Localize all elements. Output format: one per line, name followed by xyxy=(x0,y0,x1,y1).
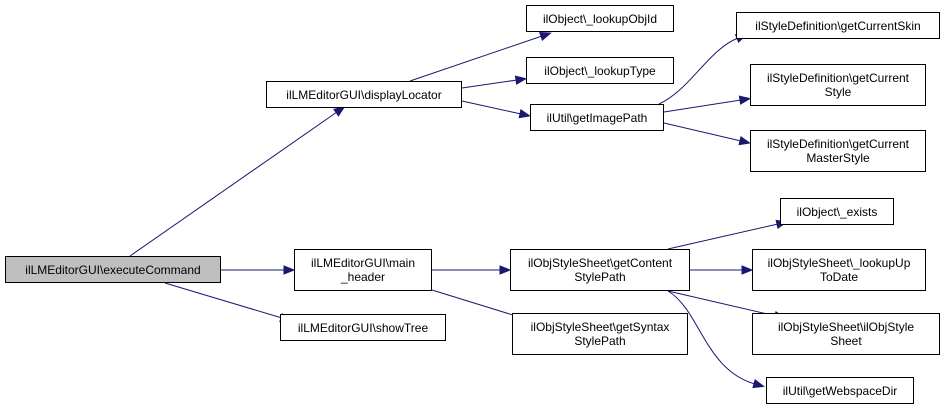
node-label: ilUtil\getImagePath xyxy=(546,110,648,125)
node-exists[interactable]: ilObject\_exists xyxy=(780,198,894,225)
node-label-line2: Style xyxy=(824,85,852,99)
node-lookupObjId[interactable]: ilObject\_lookupObjId xyxy=(526,5,674,32)
node-getImagePath[interactable]: ilUtil\getImagePath xyxy=(530,104,664,131)
arrowhead-lookupType xyxy=(514,75,528,85)
edge-displayLocator-to-lookupObjId xyxy=(409,35,543,82)
node-label-line1: ilObjStyleSheet\ilObjStyle xyxy=(777,320,915,334)
edge-getImagePath-to-getCurrentSkin xyxy=(658,37,739,105)
node-label: ilLMEditorGUI\displayLocator xyxy=(286,87,442,102)
edge-getImagePath-to-getCurrentStyle xyxy=(663,99,742,113)
edge-executeCommand-to-showTree xyxy=(164,282,283,319)
node-label: ilUtil\getWebspaceDir xyxy=(782,383,898,398)
arrowhead-displayLocator xyxy=(333,106,346,117)
node-label: ilStyleDefinition\getCurrentSkin xyxy=(755,18,921,33)
node-label-line2: Sheet xyxy=(830,334,862,348)
arrowhead-getContentStylePath xyxy=(499,265,512,275)
edge-displayLocator-to-getImagePath xyxy=(461,100,522,115)
node-label-line2: StylePath xyxy=(574,270,626,284)
node-label-line1: ilStyleDefinition\getCurrent xyxy=(766,71,910,85)
edge-displayLocator-to-lookupType xyxy=(461,79,518,89)
node-label-line1: ilStyleDefinition\getCurrent xyxy=(766,137,910,151)
node-label: ilObject\_exists xyxy=(796,204,878,219)
node-ilObjStyleSheet[interactable]: ilObjStyleSheet\ilObjStyle Sheet xyxy=(752,313,940,355)
node-getCurrentSkin[interactable]: ilStyleDefinition\getCurrentSkin xyxy=(736,12,940,39)
node-getContentStylePath[interactable]: ilObjStyleSheet\getContent StylePath xyxy=(510,249,690,291)
node-label: ilLMEditorGUI\showTree xyxy=(297,320,429,335)
arrowhead-lookupUpToDate xyxy=(741,265,754,275)
node-displayLocator[interactable]: ilLMEditorGUI\displayLocator xyxy=(266,81,462,108)
node-label-line2: StylePath xyxy=(574,334,626,348)
arrowhead-lookupObjId xyxy=(539,31,552,41)
node-showTree[interactable]: ilLMEditorGUI\showTree xyxy=(280,314,446,341)
node-label: ilObject\_lookupType xyxy=(544,63,656,78)
node-getCurrentMasterStyle[interactable]: ilStyleDefinition\getCurrent MasterStyle xyxy=(750,130,926,172)
node-label-line1: ilObjStyleSheet\getSyntax xyxy=(530,320,670,334)
node-label-line2: ToDate xyxy=(819,270,859,284)
node-getSyntaxStylePath[interactable]: ilObjStyleSheet\getSyntax StylePath xyxy=(512,313,688,355)
node-executeCommand[interactable]: ilLMEditorGUI\executeCommand xyxy=(5,256,221,283)
edge-executeCommand-to-displayLocator xyxy=(129,111,338,257)
arrowhead-getCurrentStyle xyxy=(738,95,752,105)
arrowhead-mainHeader xyxy=(283,265,296,275)
arrowhead-getCurrentMasterStyle xyxy=(738,136,752,146)
node-label-line2: _header xyxy=(340,270,386,284)
node-label-line1: ilObjStyleSheet\_lookupUp xyxy=(767,256,911,270)
arrowhead-getWebspaceDir xyxy=(752,379,765,389)
edge-getImagePath-to-getCurrentMasterStyle xyxy=(663,122,742,142)
node-lookupUpToDate[interactable]: ilObjStyleSheet\_lookupUp ToDate xyxy=(752,249,926,291)
edge-getContentStylePath-to-getWebspaceDir xyxy=(667,290,756,385)
node-label-line1: ilLMEditorGUI\main xyxy=(310,256,416,270)
node-main-header[interactable]: ilLMEditorGUI\main _header xyxy=(294,249,432,291)
node-label: ilLMEditorGUI\executeCommand xyxy=(25,262,201,277)
node-getWebspaceDir[interactable]: ilUtil\getWebspaceDir xyxy=(766,377,914,404)
node-getCurrentStyle[interactable]: ilStyleDefinition\getCurrent Style xyxy=(750,64,926,106)
arrowhead-getImagePath xyxy=(518,109,532,119)
edge-getContentStylePath-to-ilObjStyleSheet xyxy=(667,290,777,317)
node-lookupType[interactable]: ilObject\_lookupType xyxy=(526,57,674,84)
node-label-line1: ilObjStyleSheet\getContent xyxy=(527,256,673,270)
node-label: ilObject\_lookupObjId xyxy=(542,11,658,26)
edge-getContentStylePath-to-exists xyxy=(667,223,779,250)
node-label-line2: MasterStyle xyxy=(806,151,870,165)
